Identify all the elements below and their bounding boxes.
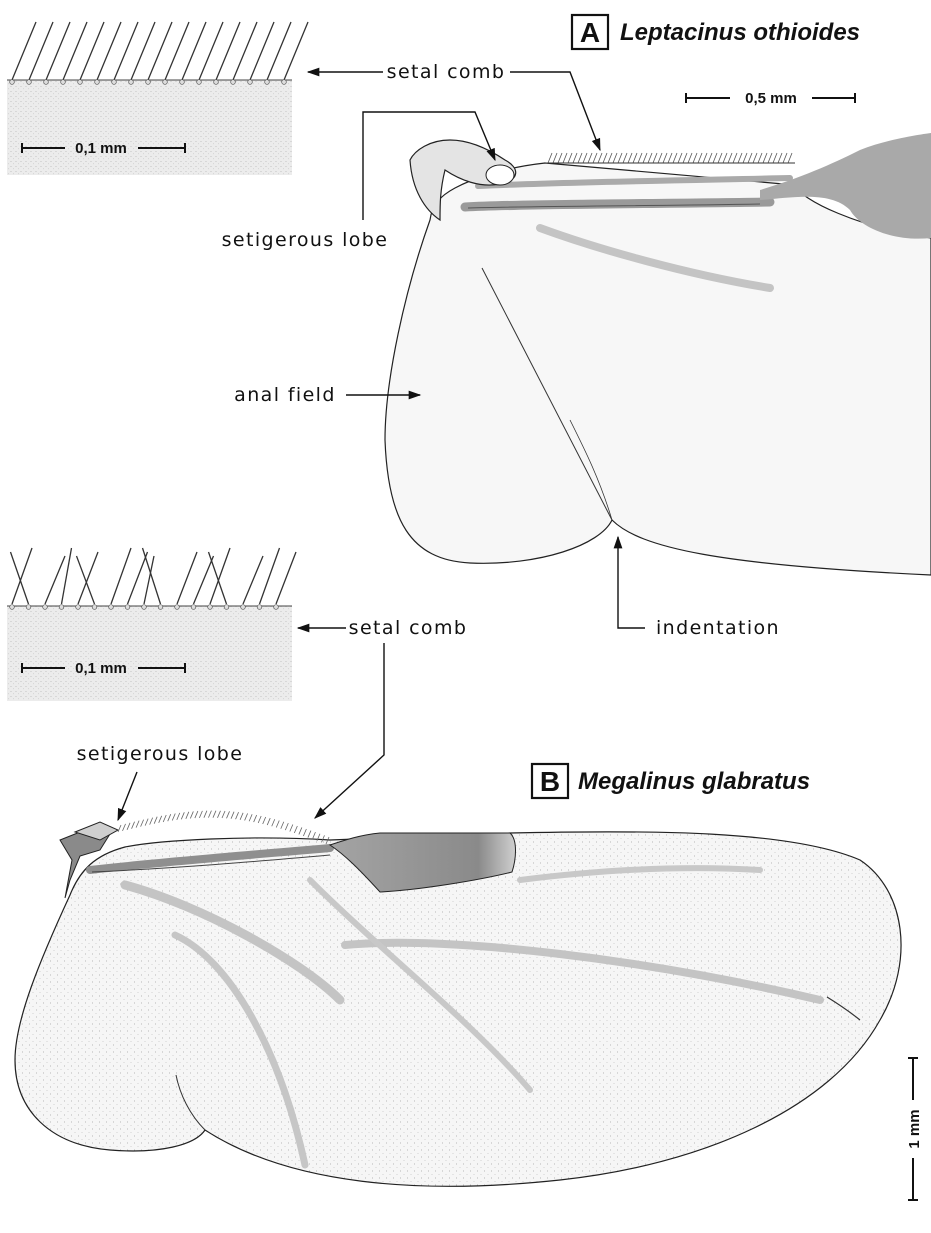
inset-scale-label-b: 0,1 mm xyxy=(75,660,127,677)
panel-b: 0,1 mm B Megalinus glabratus xyxy=(7,548,923,1200)
label-setigerous-lobe-a: setigerous lobe xyxy=(222,229,389,251)
label-anal-field-a: anal field xyxy=(234,384,336,406)
label-setal-comb-b: setal comb xyxy=(349,617,468,639)
wing-b xyxy=(15,811,901,1187)
label-setigerous-lobe-b: setigerous lobe xyxy=(77,743,244,765)
scale-label-b: 1 mm xyxy=(906,1109,923,1148)
panel-a-letter: A xyxy=(580,17,600,48)
panel-b-title: B Megalinus glabratus xyxy=(532,764,810,798)
setal-comb-inset-b: 0,1 mm xyxy=(7,548,296,701)
inset-scale-label-a: 0,1 mm xyxy=(75,140,127,157)
scale-bar-b: 1 mm xyxy=(906,1058,923,1200)
scale-label-a: 0,5 mm xyxy=(745,90,797,107)
panel-a: 0,1 mm A Leptacinus othioides 0,5 mm xyxy=(7,15,931,639)
panel-b-species: Megalinus glabratus xyxy=(578,768,810,795)
panel-a-species: Leptacinus othioides xyxy=(620,19,860,46)
panel-a-title: A Leptacinus othioides xyxy=(572,15,860,49)
setal-comb-inset-a: 0,1 mm xyxy=(7,22,308,175)
label-indentation-a: indentation xyxy=(656,617,780,639)
wing-a xyxy=(385,133,931,575)
scale-bar-a: 0,5 mm xyxy=(686,90,855,107)
panel-b-letter: B xyxy=(540,766,560,797)
label-setal-comb-a: setal comb xyxy=(387,61,506,83)
